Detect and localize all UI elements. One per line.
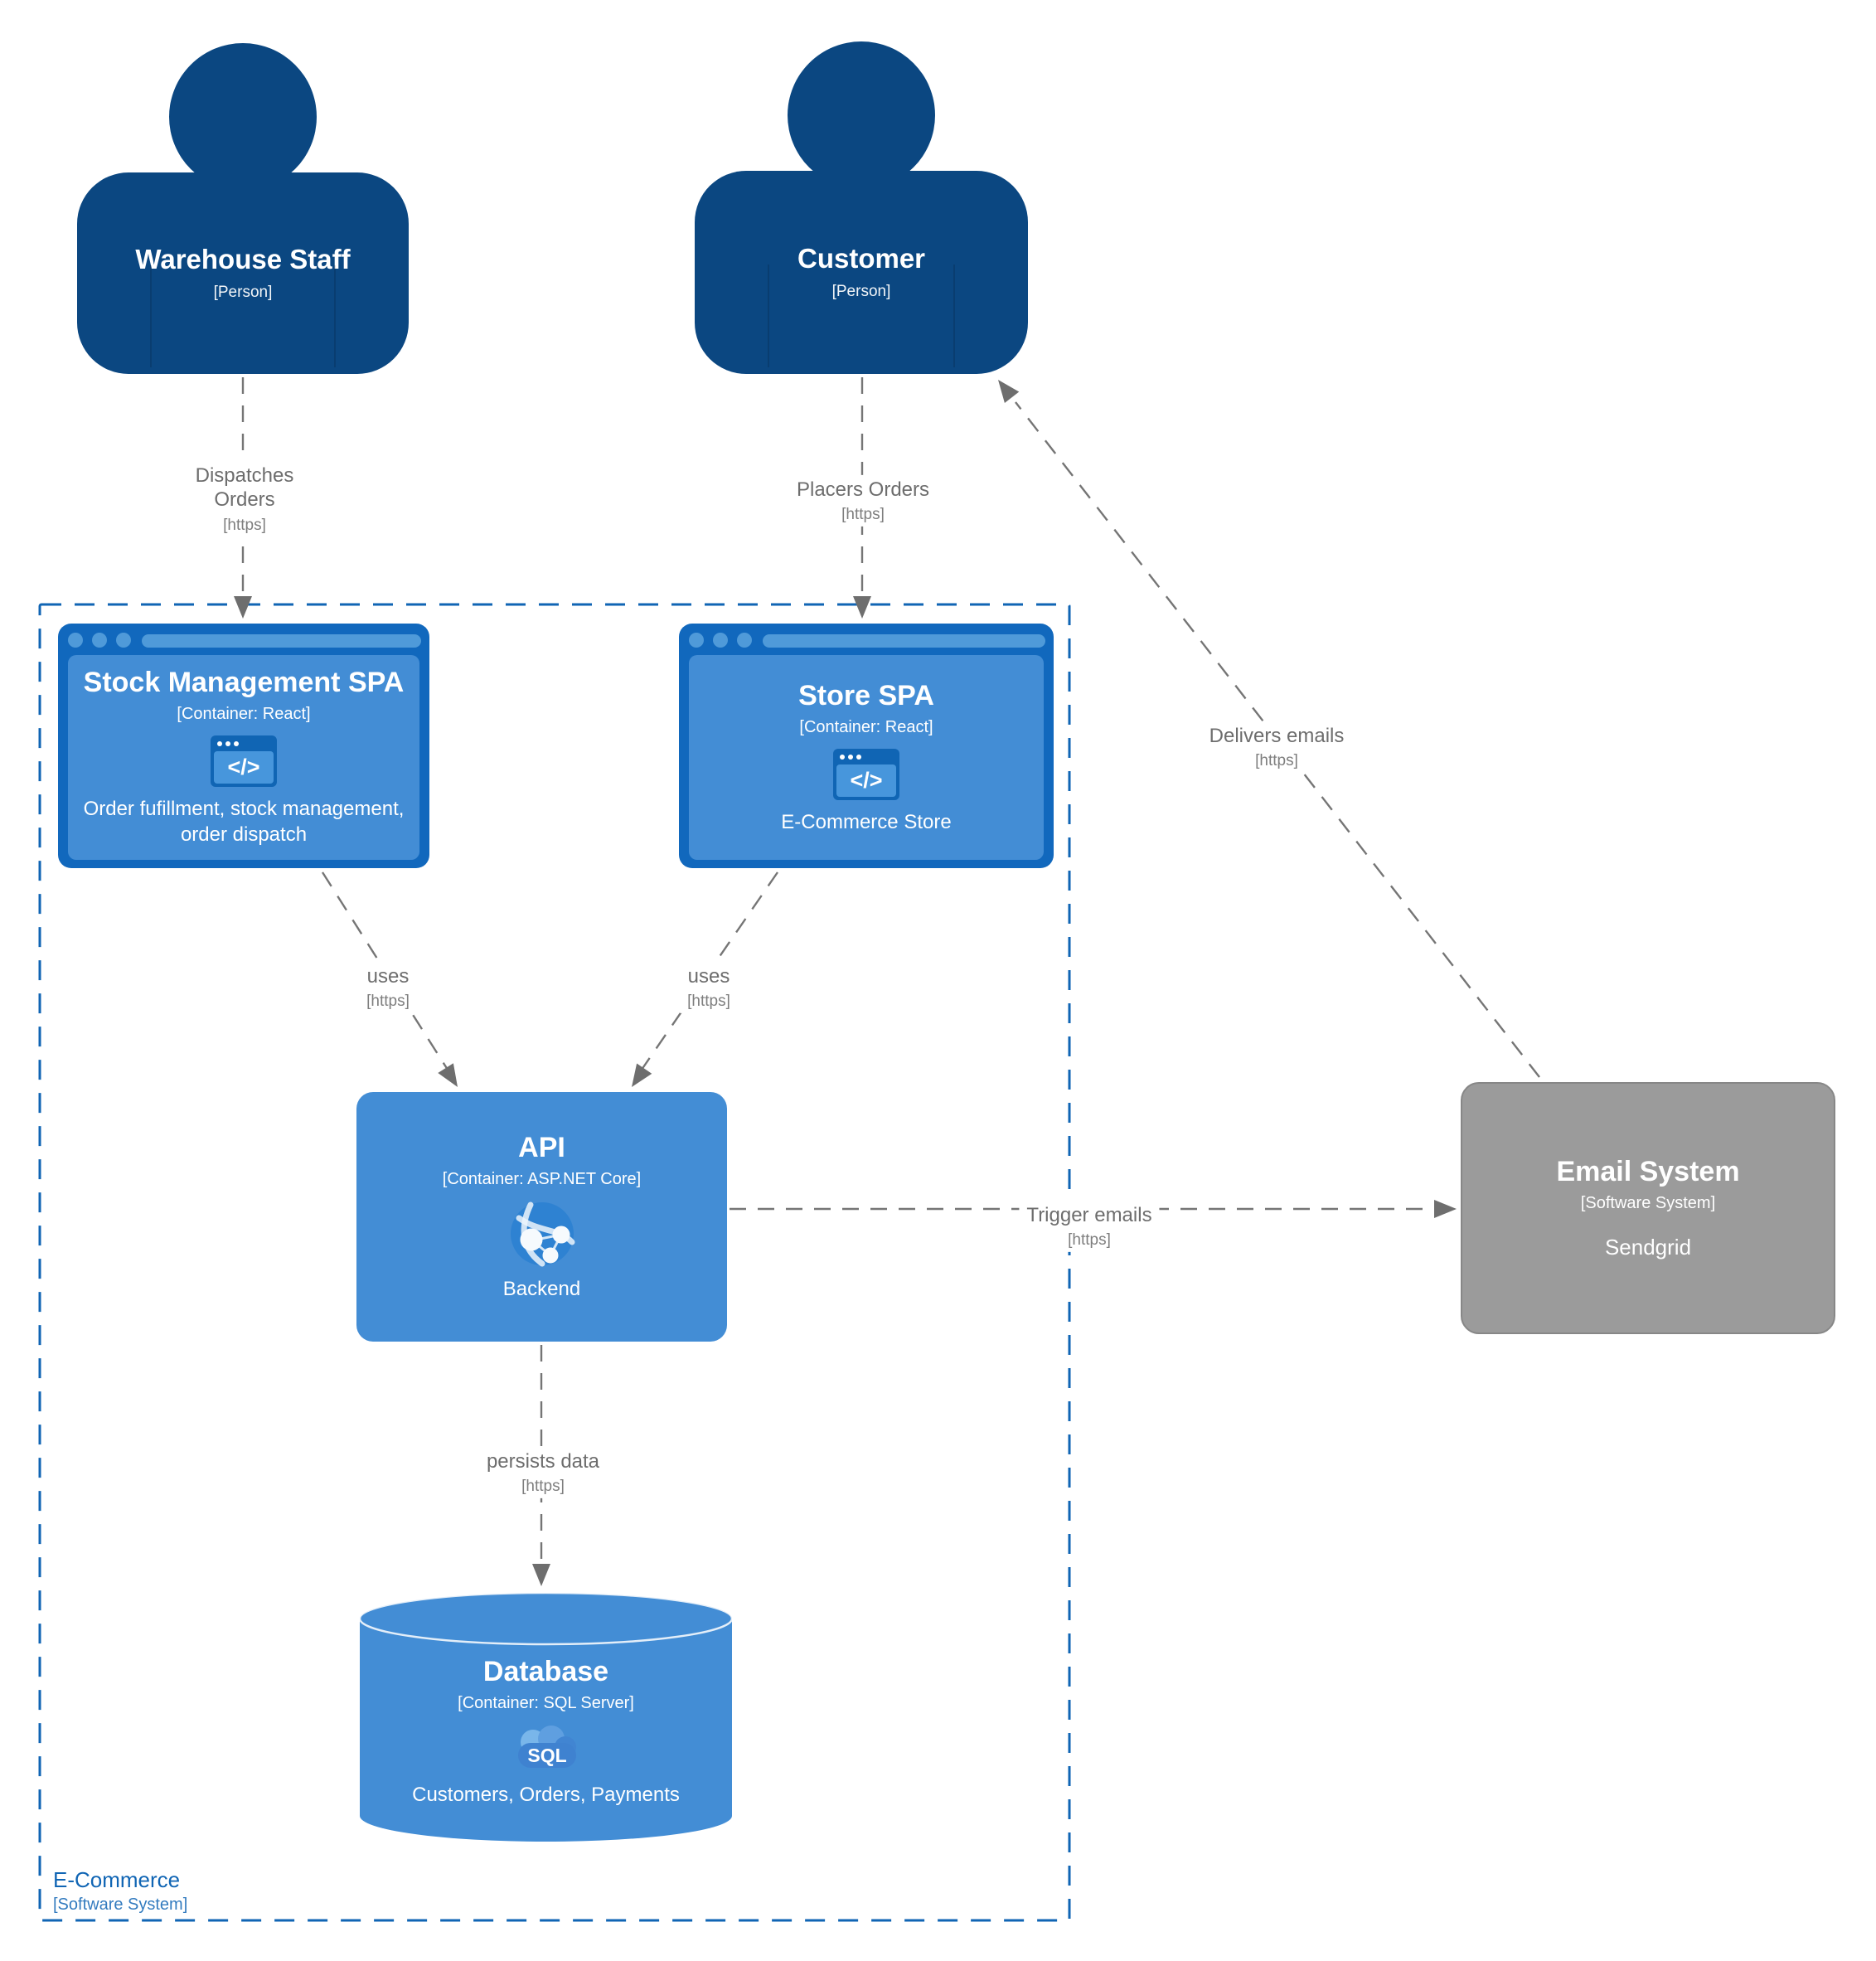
browser-panel: Store SPA [Container: React] </> E-Comme…: [689, 655, 1044, 860]
edge-technology: [https]: [1255, 752, 1298, 770]
browser-dot-icon: [713, 633, 728, 648]
system-name: Email System: [1556, 1155, 1740, 1187]
person-body: Customer [Person]: [695, 171, 1028, 374]
edge-label-persists-data: persists data [https]: [478, 1446, 608, 1499]
edge-technology: [https]: [1068, 1231, 1111, 1250]
arrowhead: [853, 596, 871, 619]
browser-panel: Stock Management SPA [Container: React] …: [68, 655, 419, 860]
arm-seam: [953, 264, 955, 367]
person-type-label: [Person]: [831, 282, 891, 300]
edge-name: Delivers emails: [1209, 724, 1345, 747]
person-warehouse-staff[interactable]: Warehouse Staff [Person]: [77, 43, 409, 374]
container-stock-management-spa[interactable]: Stock Management SPA [Container: React] …: [58, 624, 429, 868]
database-content: Database [Container: SQL Server] SQL Cus…: [359, 1643, 733, 1821]
container-name: API: [518, 1131, 565, 1163]
external-system-email[interactable]: Email System [Software System] Sendgrid: [1461, 1082, 1835, 1334]
person-body: Warehouse Staff [Person]: [77, 172, 409, 374]
arrowhead: [234, 596, 252, 619]
edge-places-orders: [853, 377, 871, 619]
system-description: Sendgrid: [1604, 1235, 1692, 1260]
container-name: Store SPA: [798, 679, 934, 711]
edge-label-uses-right: uses [https]: [680, 961, 738, 1014]
edge-technology: [https]: [223, 516, 266, 534]
container-description: Customers, Orders, Payments: [412, 1784, 680, 1807]
browser-dot-icon: [116, 633, 131, 648]
arrowhead: [1434, 1200, 1457, 1218]
boundary-type-label: [Software System]: [53, 1895, 188, 1914]
arm-seam: [334, 265, 336, 367]
system-type-label: [Software System]: [1580, 1194, 1716, 1213]
edge-technology: [https]: [366, 993, 410, 1011]
browser-addressbar-icon: [763, 634, 1045, 648]
edge-name: Trigger emails: [1026, 1203, 1152, 1226]
edge-label-uses-left: uses [https]: [359, 961, 417, 1014]
edge-name: uses: [687, 964, 730, 988]
browser-addressbar-icon: [142, 634, 421, 648]
edge-label-delivers-emails: Delivers emails [https]: [1201, 721, 1352, 774]
person-name: Warehouse Staff: [135, 244, 351, 275]
arrowhead: [438, 1063, 458, 1087]
edge-label-places-orders: Placers Orders [https]: [788, 474, 938, 527]
edge-label-dispatches-orders: Dispatches Orders [https]: [187, 461, 302, 537]
person-type-label: [Person]: [213, 283, 273, 301]
code-browser-icon: </>: [211, 735, 277, 788]
arrowhead: [998, 380, 1020, 404]
person-name: Customer: [797, 243, 926, 274]
arrowhead: [632, 1063, 652, 1087]
container-name: Stock Management SPA: [83, 667, 405, 699]
edge-technology: [https]: [687, 993, 730, 1011]
browser-dot-icon: [92, 633, 107, 648]
arm-seam: [768, 264, 770, 367]
container-database[interactable]: Database [Container: SQL Server] SQL Cus…: [359, 1592, 733, 1842]
arrowhead: [532, 1564, 550, 1586]
person-head-icon: [169, 43, 317, 191]
cylinder-shape: [359, 1592, 733, 1842]
arm-seam: [150, 265, 152, 367]
edge-name: persists data: [486, 1449, 600, 1473]
edge-name: Dispatches Orders: [195, 464, 294, 512]
boundary-name: E-Commerce: [53, 1867, 181, 1892]
svg-text:SQL: SQL: [527, 1745, 566, 1766]
container-type-label: [Container: React]: [799, 717, 933, 736]
code-browser-icon: </>: [833, 748, 899, 800]
svg-text:</>: </>: [227, 755, 259, 779]
browser-dot-icon: [689, 633, 704, 648]
edge-technology: [https]: [841, 506, 885, 524]
svg-text:</>: </>: [850, 768, 882, 793]
edge-label-trigger-emails: Trigger emails [https]: [1019, 1200, 1160, 1253]
edge-name: Placers Orders: [796, 478, 930, 501]
edge-dispatches-orders: [234, 377, 252, 619]
container-description: E-Commerce Store: [781, 810, 952, 833]
edge-persists-data: [532, 1345, 550, 1586]
browser-dot-icon: [68, 633, 83, 648]
edge-technology: [https]: [521, 1478, 565, 1496]
container-type-label: [Container: SQL Server]: [458, 1694, 634, 1713]
container-description: Backend: [502, 1277, 581, 1300]
globe-network-icon: [510, 1201, 574, 1267]
sql-cloud-icon: SQL: [517, 1726, 576, 1769]
container-api[interactable]: API [Container: ASP.NET Core] Backend: [356, 1092, 727, 1342]
container-description: Order fufillment, stock management, orde…: [83, 798, 405, 847]
browser-dot-icon: [737, 633, 752, 648]
container-store-spa[interactable]: Store SPA [Container: React] </> E-Comme…: [679, 624, 1054, 868]
ecommerce-boundary: [38, 603, 1071, 1922]
person-head-icon: [788, 41, 935, 189]
boundary-label-ecommerce: E-Commerce [Software System]: [53, 1867, 187, 1915]
container-type-label: [Container: React]: [177, 705, 311, 724]
container-type-label: [Container: ASP.NET Core]: [442, 1169, 642, 1188]
container-name: Database: [482, 1656, 609, 1688]
edge-name: uses: [366, 964, 410, 988]
person-customer[interactable]: Customer [Person]: [695, 41, 1028, 374]
